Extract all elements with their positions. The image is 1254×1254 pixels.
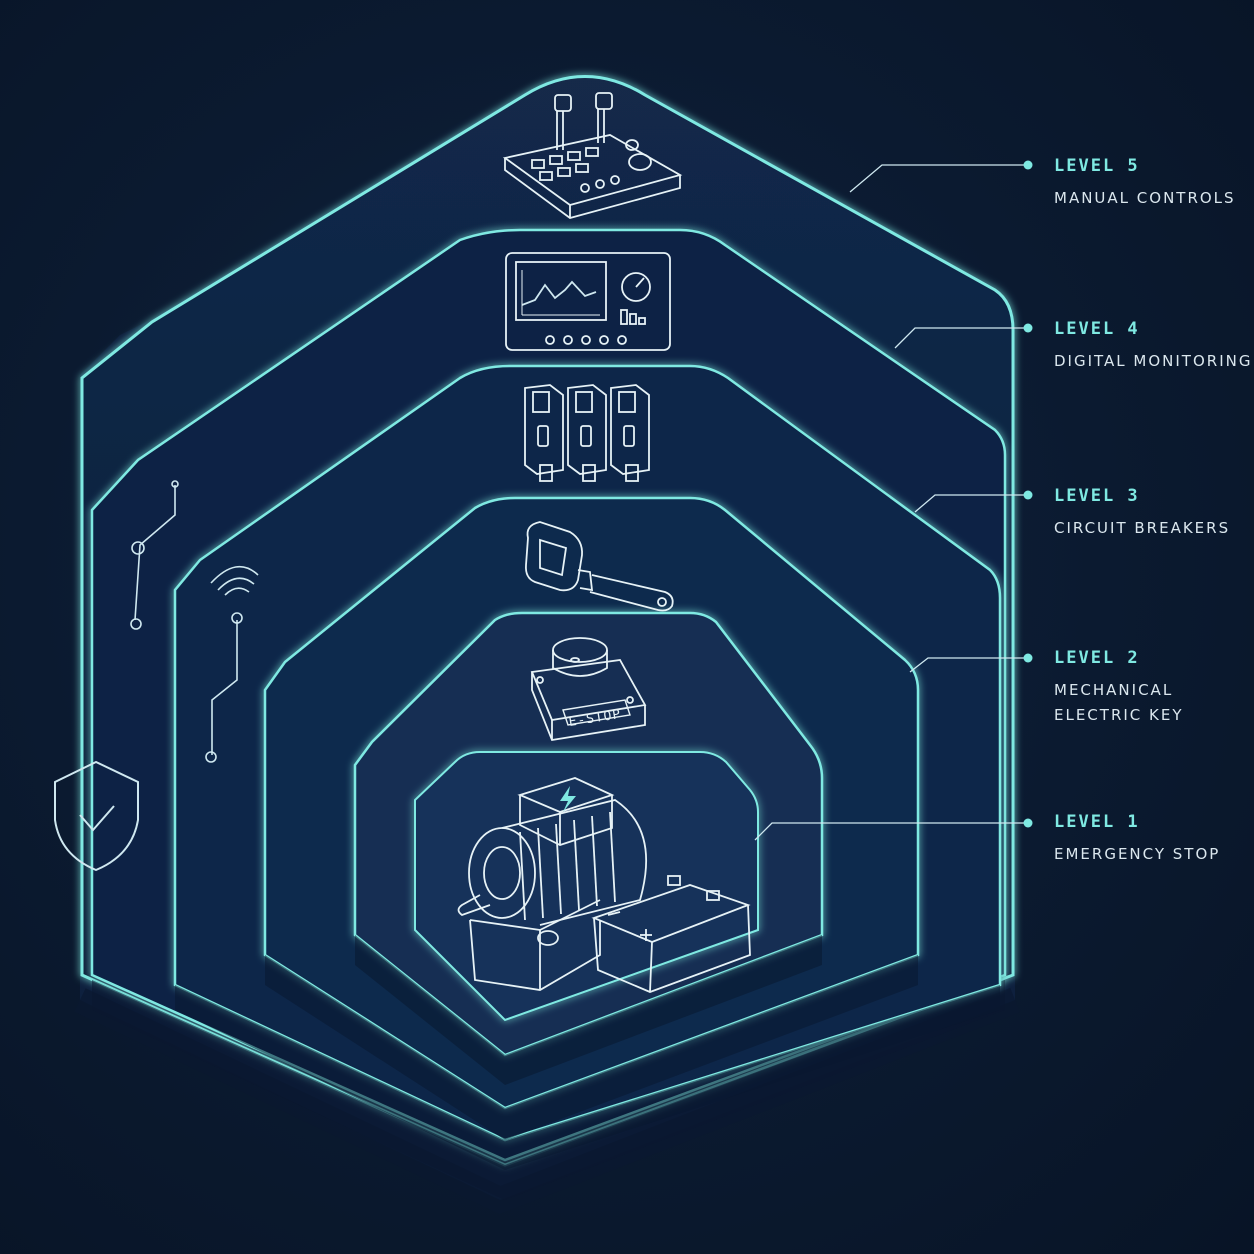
estop-button-icon <box>530 637 647 742</box>
level-5-subtitle: MANUAL CONTROLS <box>1054 189 1236 207</box>
level-4-title: LEVEL 4 <box>1054 319 1140 339</box>
level-1-label: LEVEL 1 EMERGENCY STOP <box>1054 812 1220 867</box>
level-3-label: LEVEL 3 CIRCUIT BREAKERS <box>1054 486 1230 541</box>
level-4-label: LEVEL 4 DIGITAL MONITORING <box>1054 319 1252 374</box>
level-2-label: LEVEL 2 MECHANICAL ELECTRIC KEY <box>1054 648 1184 728</box>
level-4-subtitle: DIGITAL MONITORING <box>1054 352 1253 370</box>
leader-level-1 <box>754 822 1028 841</box>
leader-level-2 <box>909 657 1028 673</box>
level-3-subtitle: CIRCUIT BREAKERS <box>1054 519 1231 537</box>
leader-level-5 <box>849 164 1028 193</box>
wireless-signal-icon <box>210 565 259 596</box>
motor-icon <box>457 777 647 991</box>
level-1-title: LEVEL 1 <box>1054 812 1140 832</box>
leader-lines <box>754 160 1033 841</box>
level-3-title: LEVEL 3 <box>1054 486 1140 506</box>
leader-level-3 <box>914 494 1028 513</box>
level-5-label: LEVEL 5 MANUAL CONTROLS <box>1054 156 1236 211</box>
key-icon <box>525 521 674 612</box>
battery-icon <box>591 875 751 993</box>
leader-level-4 <box>894 327 1028 349</box>
lightning-icon <box>560 786 576 812</box>
level-2-title: LEVEL 2 <box>1054 648 1140 668</box>
monitor-icon <box>505 252 671 351</box>
level-1-subtitle: EMERGENCY STOP <box>1054 845 1221 863</box>
level-5-title: LEVEL 5 <box>1054 156 1140 176</box>
circuit-breaker-icon <box>524 384 650 482</box>
level-2-subtitle: MECHANICAL ELECTRIC KEY <box>1054 681 1184 724</box>
control-panel-icon <box>502 92 683 219</box>
shield-check-icon <box>54 760 139 872</box>
circuit-trace-icon <box>130 480 243 763</box>
